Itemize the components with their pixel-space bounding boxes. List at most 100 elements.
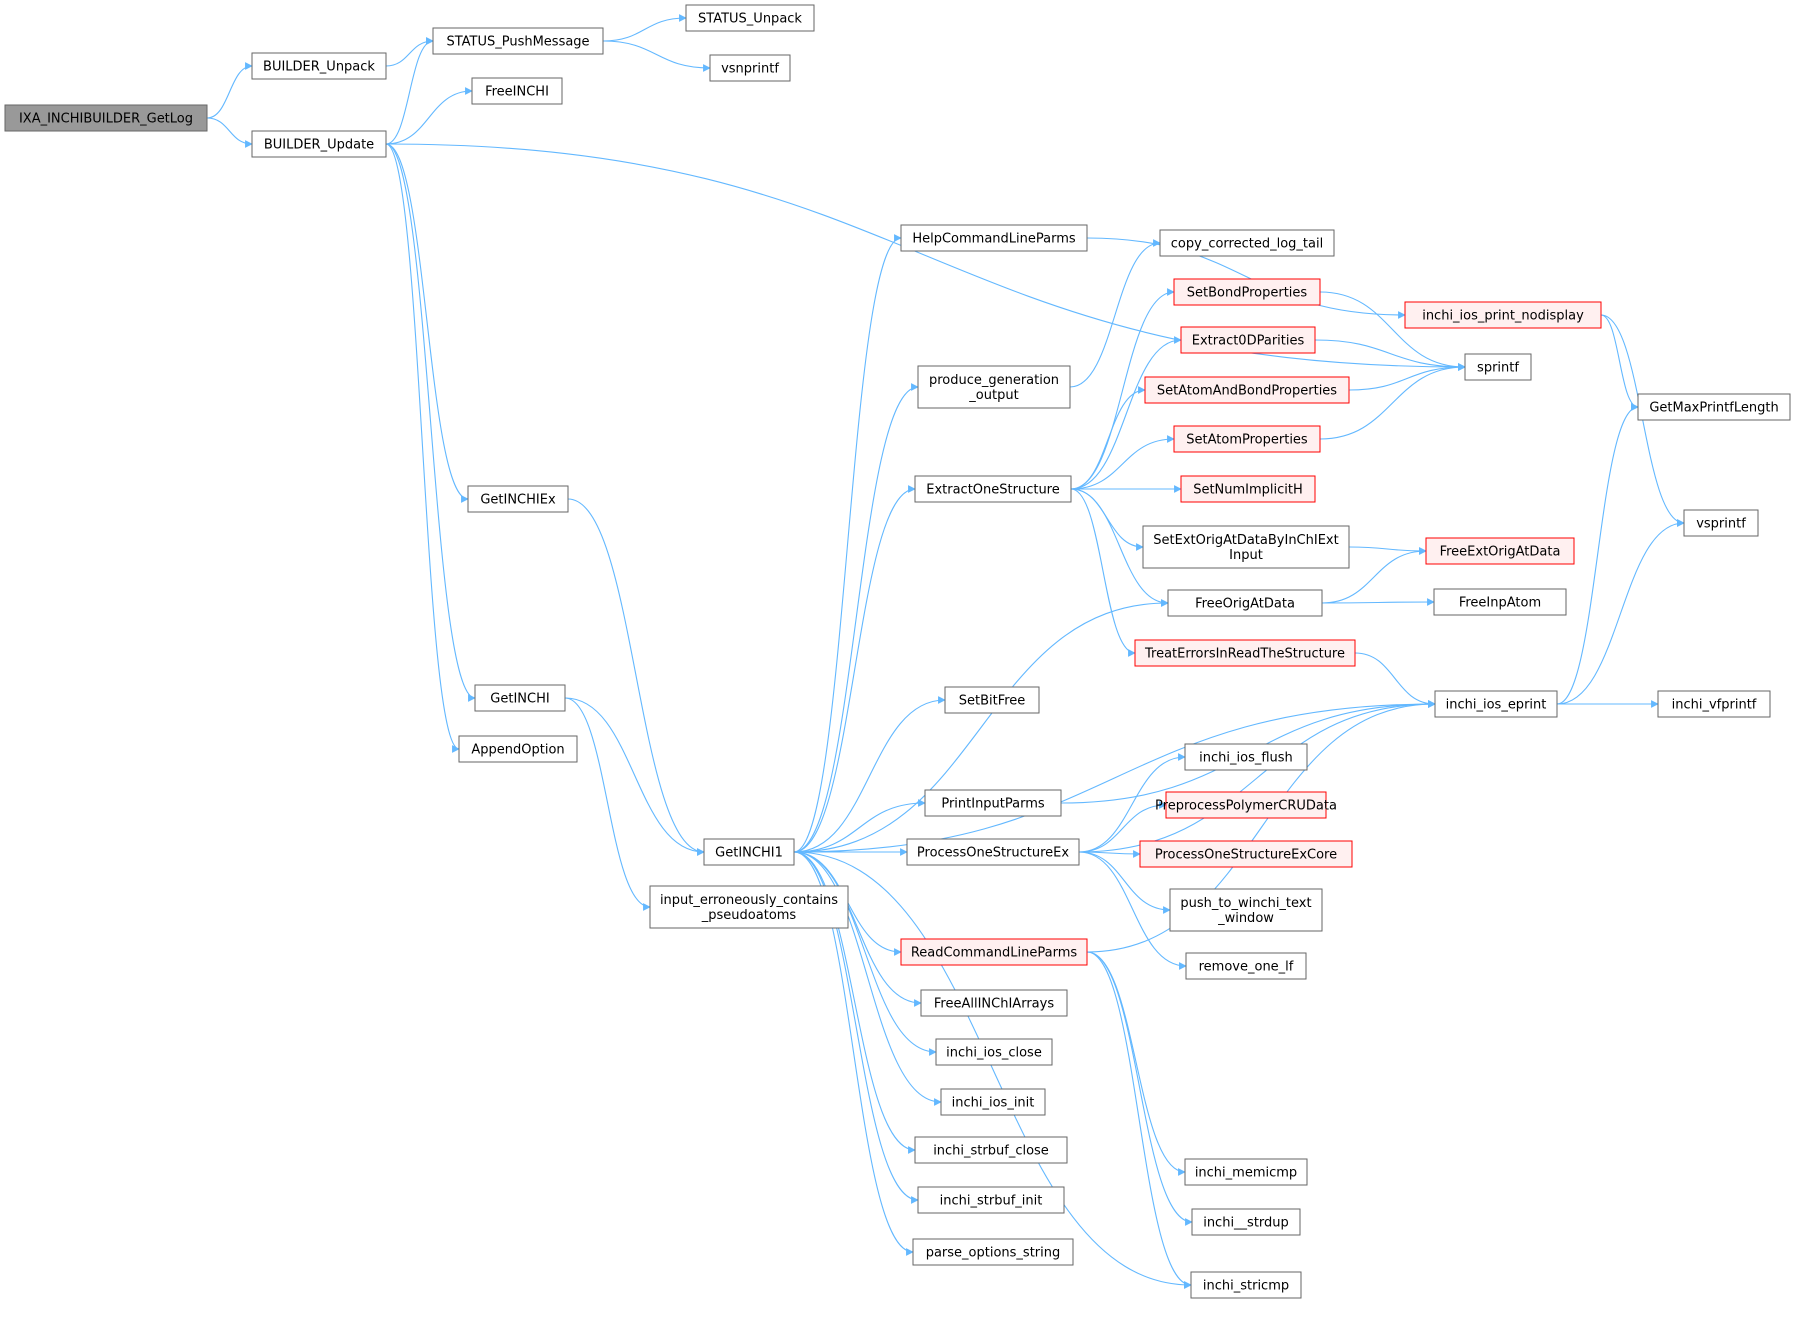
node-strbuf_close[interactable]: inchi_strbuf_close [914, 1136, 1068, 1164]
node-label: sprintf [1477, 361, 1519, 376]
node-ios_close[interactable]: inchi_ios_close [935, 1038, 1053, 1066]
node-vsnprintf[interactable]: vsnprintf [709, 54, 791, 82]
edge-root-to-builder_update [206, 117, 253, 148]
edge-builder_update-to-appendoption [385, 143, 460, 753]
node-appendoption[interactable]: AppendOption [458, 735, 578, 763]
edge-path [1070, 435, 1175, 490]
edge-path [793, 851, 942, 1106]
node-box [703, 838, 795, 866]
node-remove_lf[interactable]: remove_one_lf [1185, 952, 1307, 980]
node-label: GetINCHIEx [480, 493, 556, 508]
node-parse_opts[interactable]: parse_options_string [912, 1238, 1074, 1266]
node-builder_unpack[interactable]: BUILDER_Unpack [251, 52, 387, 80]
node-box [920, 989, 1068, 1017]
node-label: remove_one_lf [1199, 960, 1294, 975]
node-memicmp[interactable]: inchi_memicmp [1184, 1158, 1308, 1186]
node-freeorig[interactable]: FreeOrigAtData [1167, 589, 1323, 617]
edge-setextorig-to-freeextorig [1348, 546, 1427, 555]
node-label: HelpCommandLineParms [912, 232, 1076, 247]
node-treaterr[interactable]: TreatErrorsInReadTheStructure [1134, 639, 1356, 667]
node-freeinchi[interactable]: FreeINCHI [471, 77, 563, 105]
edge-getinchi1-to-printinput [793, 799, 926, 853]
node-box [1139, 840, 1353, 868]
node-label: FreeAllINChIArrays [934, 997, 1054, 1012]
node-root[interactable]: IXA_INCHIBUILDER_GetLog [4, 104, 208, 132]
node-strdup[interactable]: inchi__strdup [1191, 1208, 1301, 1236]
node-label: _output [968, 388, 1018, 403]
edge-path [1314, 339, 1466, 371]
node-process_core[interactable]: ProcessOneStructureExCore [1139, 840, 1353, 868]
node-extract0d[interactable]: Extract0DParities [1180, 326, 1316, 354]
node-label: PreprocessPolymerCRUData [1155, 799, 1337, 814]
node-setatombond[interactable]: SetAtomAndBondProperties [1144, 376, 1350, 404]
node-box [906, 838, 1080, 866]
node-label: STATUS_PushMessage [446, 35, 589, 50]
node-readcmd[interactable]: ReadCommandLineParms [900, 938, 1088, 966]
node-setbond[interactable]: SetBondProperties [1173, 278, 1321, 306]
node-preprocess[interactable]: PreprocessPolymerCRUData [1155, 791, 1337, 819]
edge-path [1086, 700, 1436, 953]
edge-path [793, 851, 1192, 1289]
edge-extract0d-to-sprintf [1314, 339, 1466, 371]
edge-getinchi1-to-ios_close [793, 851, 937, 1056]
node-label: GetINCHI1 [715, 846, 783, 861]
node-box [1184, 1158, 1308, 1186]
edge-path [793, 599, 1169, 853]
node-nodisplay[interactable]: inchi_ios_print_nodisplay [1404, 301, 1602, 329]
edge-path [1070, 488, 1169, 607]
node-freeall[interactable]: FreeAllINChIArrays [920, 989, 1068, 1017]
node-label: GetINCHI [490, 692, 549, 707]
node-box [1180, 326, 1316, 354]
node-eprint[interactable]: inchi_ios_eprint [1434, 690, 1558, 718]
node-extract_one[interactable]: ExtractOneStructure [914, 475, 1072, 503]
node-helpcmd[interactable]: HelpCommandLineParms [900, 224, 1088, 252]
edge-builder_update-to-getinchiex [385, 143, 469, 503]
node-label: Input [1229, 548, 1263, 563]
node-box [432, 27, 604, 55]
node-ios_init[interactable]: inchi_ios_init [940, 1088, 1046, 1116]
node-vsprintf[interactable]: vsprintf [1683, 509, 1759, 537]
node-box [917, 1186, 1065, 1214]
node-label: inchi_vfprintf [1672, 698, 1757, 713]
node-stricmp[interactable]: inchi_stricmp [1190, 1271, 1302, 1299]
edge-path [793, 696, 946, 853]
node-getinchiex[interactable]: GetINCHIEx [467, 485, 569, 513]
node-box [914, 1136, 1068, 1164]
edge-path [1319, 291, 1466, 371]
node-push_winchi[interactable]: push_to_winchi_text_window [1169, 888, 1323, 932]
node-label: _pseudoatoms [701, 908, 797, 923]
node-setatom[interactable]: SetAtomProperties [1173, 425, 1321, 453]
node-printinput[interactable]: PrintInputParms [924, 789, 1062, 817]
node-label: inchi_ios_print_nodisplay [1422, 309, 1584, 324]
node-produce_gen[interactable]: produce_generation_output [917, 365, 1071, 409]
node-setbitfree[interactable]: SetBitFree [944, 686, 1040, 714]
edge-path [564, 697, 705, 856]
node-label: STATUS_Unpack [698, 12, 802, 27]
node-label: SetBitFree [959, 694, 1026, 709]
node-getinchi[interactable]: GetINCHI [474, 684, 566, 712]
node-freeinp[interactable]: FreeInpAtom [1433, 588, 1567, 616]
node-getmaxprintf[interactable]: GetMaxPrintfLength [1637, 393, 1791, 421]
node-box [4, 104, 208, 132]
edge-getinchiex-to-getinchi1 [567, 498, 705, 856]
node-vfprintf[interactable]: inchi_vfprintf [1657, 690, 1771, 718]
node-label: FreeINCHI [485, 85, 549, 100]
node-getinchi1[interactable]: GetINCHI1 [703, 838, 795, 866]
node-sprintf[interactable]: sprintf [1464, 353, 1532, 381]
node-input_err[interactable]: input_erroneously_contains_pseudoatoms [649, 885, 849, 929]
edge-path [602, 14, 687, 42]
node-ios_flush[interactable]: inchi_ios_flush [1184, 743, 1308, 771]
node-freeextorig[interactable]: FreeExtOrigAtData [1425, 537, 1575, 565]
node-copy_log[interactable]: copy_corrected_log_tail [1159, 229, 1335, 257]
edge-path [1086, 237, 1406, 319]
node-label: ReadCommandLineParms [911, 946, 1078, 961]
node-label: inchi_stricmp [1203, 1279, 1289, 1294]
node-strbuf_init[interactable]: inchi_strbuf_init [917, 1186, 1065, 1214]
node-process_one[interactable]: ProcessOneStructureEx [906, 838, 1080, 866]
node-status_unpack[interactable]: STATUS_Unpack [685, 4, 815, 32]
node-status_push[interactable]: STATUS_PushMessage [432, 27, 604, 55]
edge-path [793, 485, 916, 853]
node-builder_update[interactable]: BUILDER_Update [251, 130, 387, 158]
node-setnumimp[interactable]: SetNumImplicitH [1180, 475, 1316, 503]
